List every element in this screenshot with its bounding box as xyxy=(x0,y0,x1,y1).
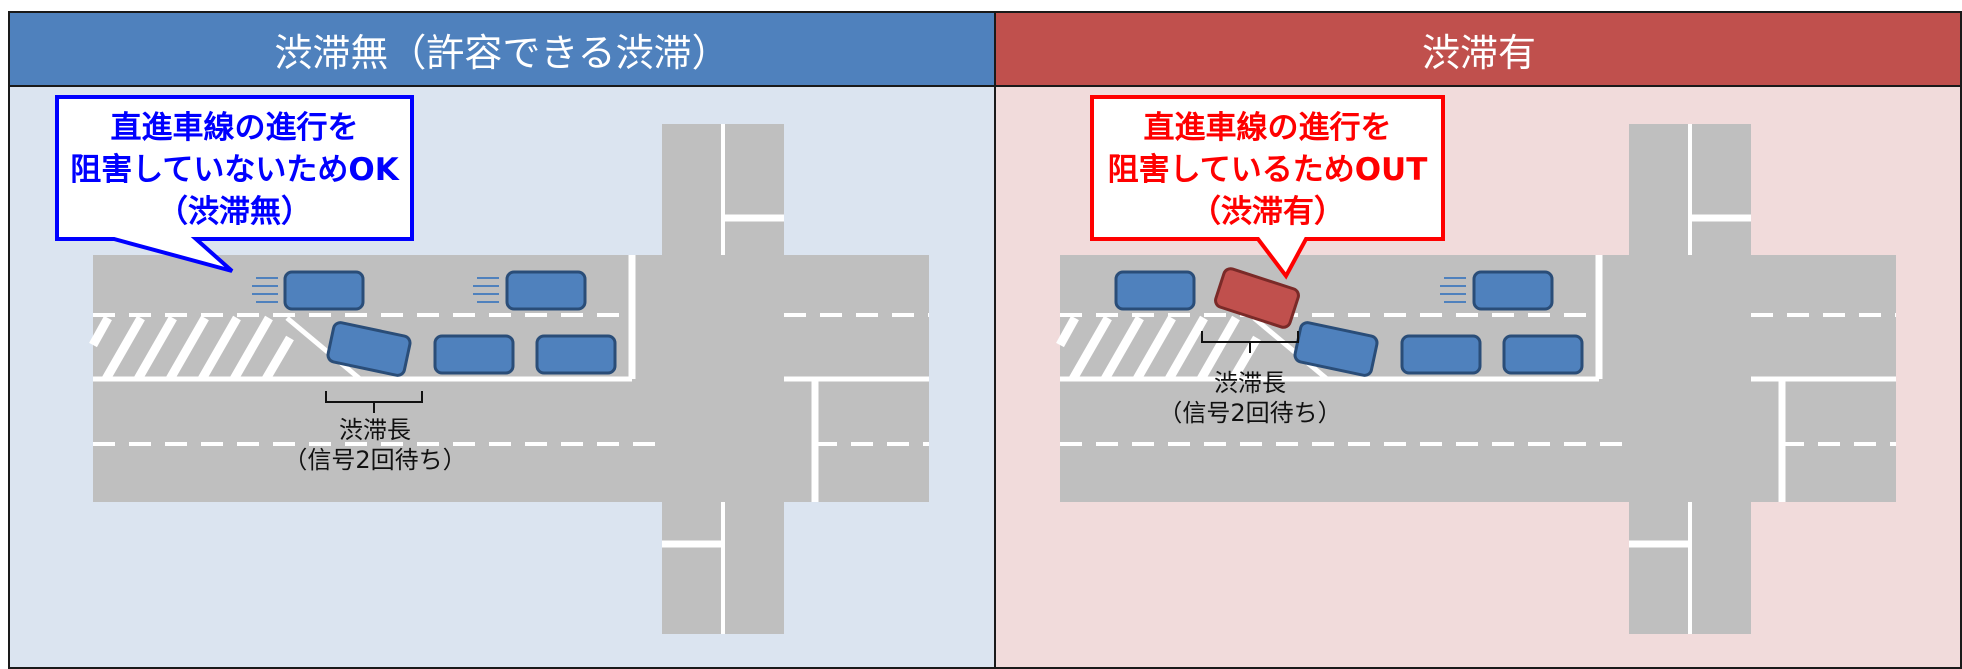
figure-frame: 渋滞無（許容できる渋滞） xyxy=(8,11,1962,669)
panel-no-congestion: 渋滞無（許容できる渋滞） xyxy=(10,13,994,667)
callout-line-3: （渋滞無） xyxy=(157,194,312,230)
panel-title-no-congestion: 渋滞無（許容できる渋滞） xyxy=(10,13,994,87)
car-through-1 xyxy=(283,270,365,311)
panel-congestion: 渋滞有 xyxy=(994,13,1960,667)
callout-line-2: 阻害しているためOUT xyxy=(1107,152,1428,188)
car-queue-2 xyxy=(535,334,617,375)
panel-title-congestion: 渋滞有 xyxy=(996,13,1960,87)
lane-markings xyxy=(93,124,929,634)
car-queue-1 xyxy=(1400,334,1482,375)
car-turning xyxy=(326,321,412,377)
callout-line-3: （渋滞有） xyxy=(1190,194,1345,230)
queue-label-line-2: （信号2回待ち） xyxy=(1158,399,1342,427)
callout-line-1: 直進車線の進行を xyxy=(1143,110,1392,146)
callout-text-out: 直進車線の進行を 阻害しているためOUT （渋滞有） xyxy=(1092,107,1443,233)
queue-length-bracket xyxy=(1201,331,1299,353)
queue-length-label: 渋滞長 （信号2回待ち） xyxy=(265,415,485,475)
car-through-1 xyxy=(1472,270,1554,311)
callout-line-2: 阻害していないためOK xyxy=(70,152,399,188)
queue-length-bracket xyxy=(325,391,423,413)
callout-text-ok: 直進車線の進行を 阻害していないためOK （渋滞無） xyxy=(57,107,412,233)
car-queue-1 xyxy=(433,334,515,375)
queue-label-line-2: （信号2回待ち） xyxy=(283,446,467,474)
queue-label-line-1: 渋滞長 xyxy=(339,416,411,444)
motion-lines xyxy=(252,277,499,303)
zebra-zone xyxy=(1056,315,1329,382)
car-blocking xyxy=(1214,267,1300,329)
queue-length-label: 渋滞長 （信号2回待ち） xyxy=(1140,368,1360,428)
motion-lines xyxy=(1440,277,1466,303)
callout-line-1: 直進車線の進行を xyxy=(110,110,359,146)
callout-bubble xyxy=(55,95,414,273)
car-stopped-through xyxy=(1114,270,1196,311)
road-scene-left xyxy=(55,95,929,634)
zebra-zone xyxy=(89,315,362,382)
road-scene-right xyxy=(1056,95,1896,634)
lane-markings xyxy=(1060,124,1896,634)
car-queue-2 xyxy=(1502,334,1584,375)
queue-label-line-1: 渋滞長 xyxy=(1214,369,1286,397)
callout-bubble xyxy=(1090,95,1445,280)
car-through-2 xyxy=(505,270,587,311)
